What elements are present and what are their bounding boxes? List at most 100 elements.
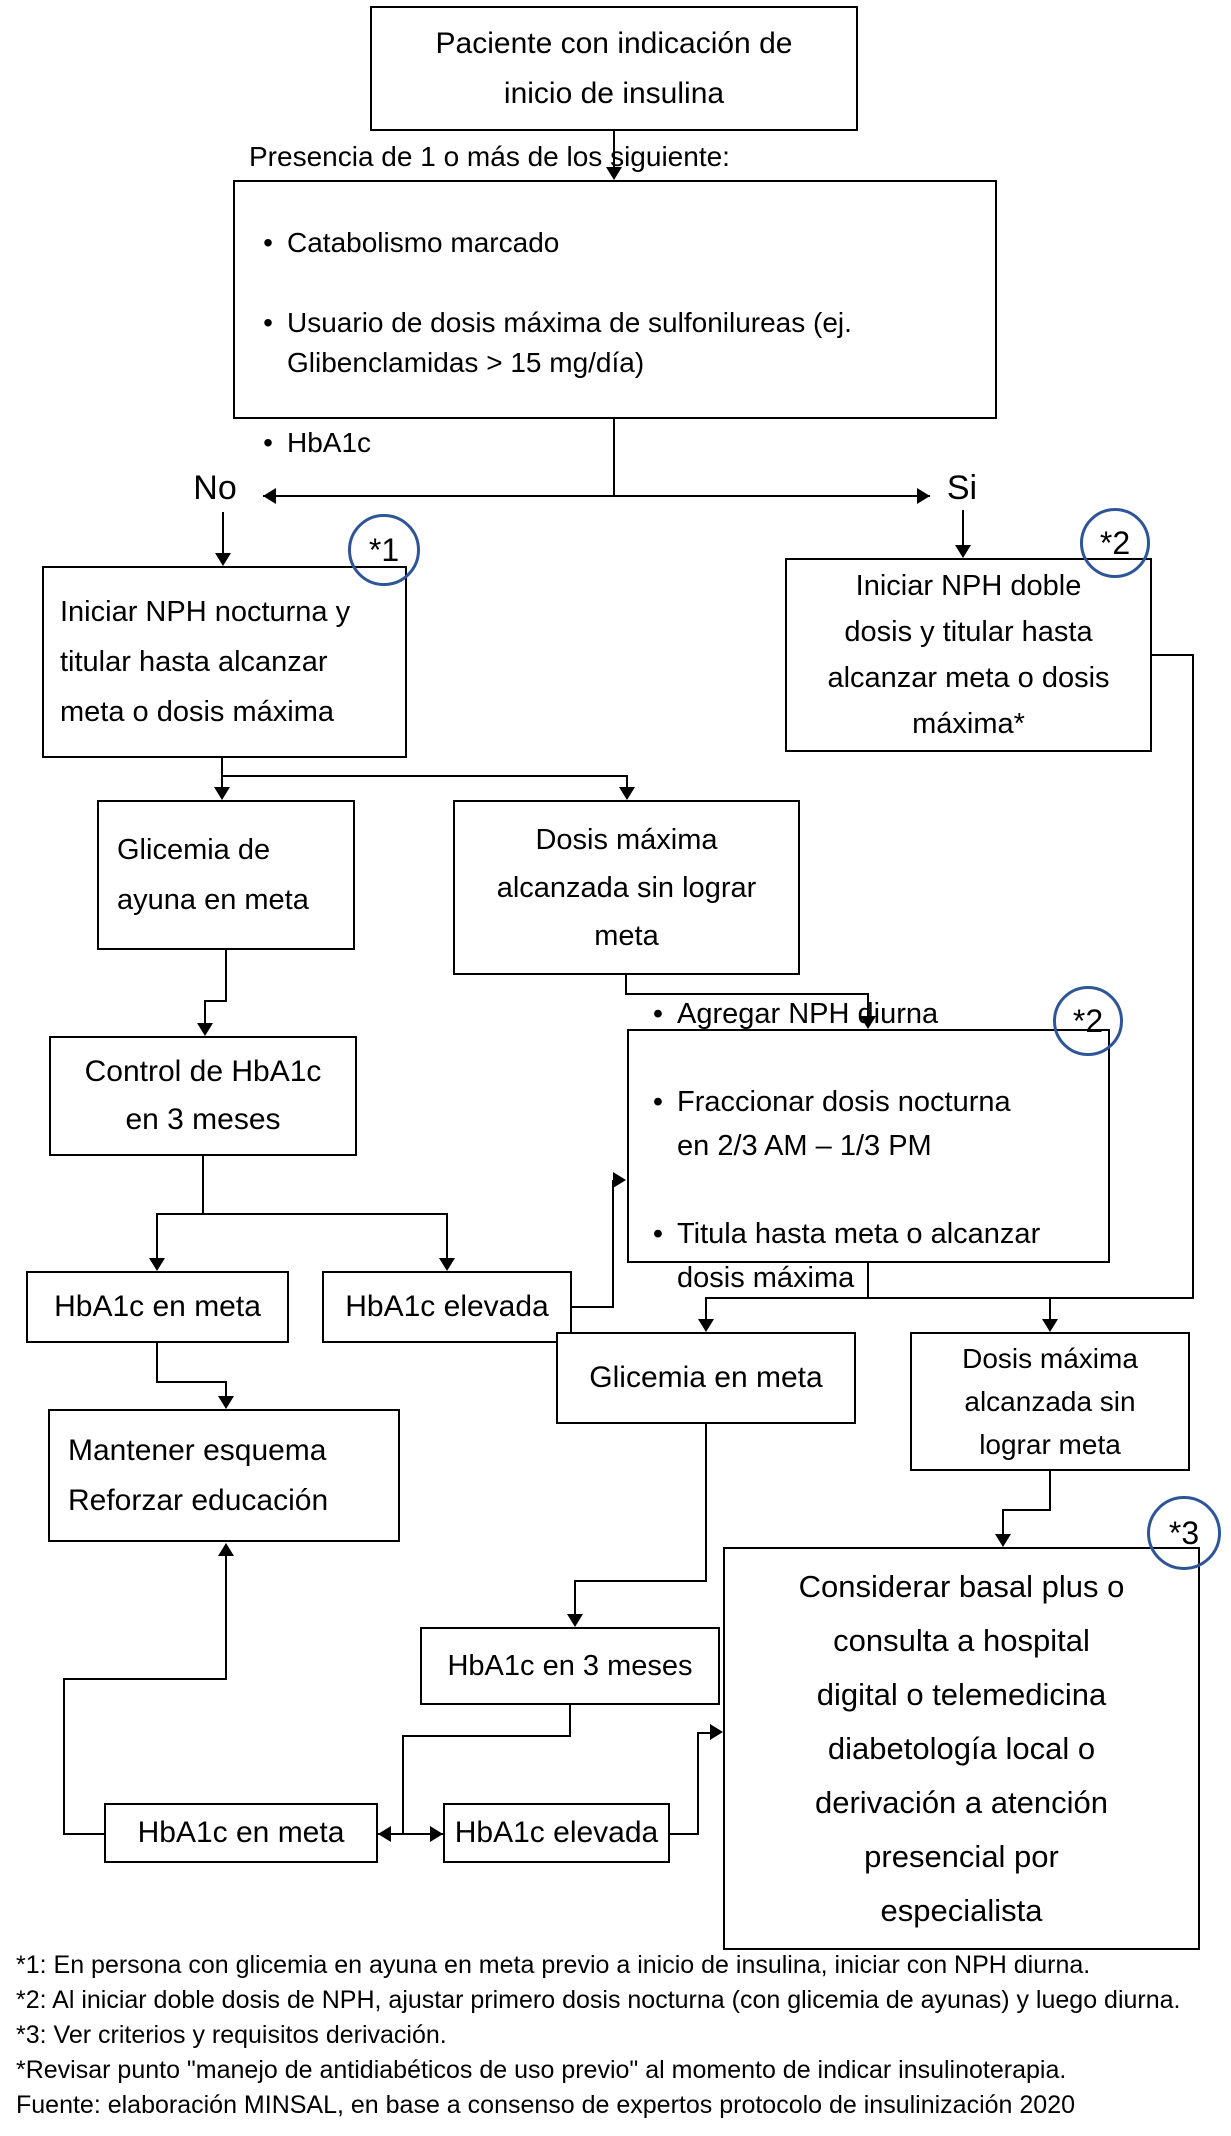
criteria-item: • HbA1c — [249, 423, 981, 463]
connector — [221, 758, 223, 788]
connector — [613, 419, 615, 497]
agregar-item: • Agregar NPH diurna — [639, 992, 1098, 1036]
connector — [63, 1678, 65, 1835]
node-considerar-basal-plus: Considerar basal plus o consulta a hospi… — [723, 1547, 1200, 1950]
bullet-icon: • — [263, 226, 273, 258]
footnote-5: Fuente: elaboración MINSAL, en base a co… — [16, 2091, 1076, 2119]
connector — [625, 975, 627, 995]
arrowhead-right — [613, 1172, 626, 1188]
connector — [156, 1213, 158, 1259]
bullet-icon: • — [263, 426, 273, 458]
connector — [867, 993, 869, 1017]
node-paciente-indicacion: Paciente con indicación de inicio de ins… — [370, 6, 858, 131]
bullet-icon: • — [652, 998, 664, 1030]
connector — [572, 1306, 614, 1308]
connector — [156, 1213, 448, 1215]
connector — [697, 1732, 699, 1835]
bullet-icon: • — [652, 1086, 664, 1118]
arrowhead-down — [197, 1023, 213, 1036]
criteria-list: Presencia de 1 o más de los siguiente: •… — [249, 97, 981, 503]
arrowhead-right — [917, 488, 930, 504]
connector — [574, 1580, 576, 1616]
connector — [705, 1424, 707, 1582]
footnote-3: *3: Ver criterios y requisitos derivació… — [16, 2021, 447, 2049]
connector — [378, 1833, 443, 1835]
node-hba1c-en-meta-2: HbA1c en meta — [104, 1803, 378, 1863]
connector — [221, 775, 628, 777]
footnote-4: *Revisar punto "manejo de antidiabéticos… — [16, 2056, 1067, 2084]
annotation-circle-3: *3 — [1147, 1496, 1221, 1570]
connector — [402, 1735, 404, 1835]
connector — [569, 1705, 571, 1737]
criteria-item: • Catabolismo marcado — [249, 223, 981, 263]
node-hba1c-elevada-2: HbA1c elevada — [443, 1803, 670, 1863]
connector — [1002, 1509, 1051, 1511]
node-iniciar-nph-doble: Iniciar NPH doble dosis y titular hasta … — [785, 558, 1152, 752]
node-glicemia-ayuna-meta: Glicemia de ayuna en meta — [97, 800, 355, 950]
agregar-item: • Fraccionar dosis nocturna en 2/3 AM – … — [639, 1080, 1098, 1168]
criteria-header: Presencia de 1 o más de los siguiente: — [249, 140, 730, 172]
arrowhead-down — [149, 1258, 165, 1271]
arrowhead-down — [567, 1614, 583, 1627]
connector — [204, 1000, 206, 1024]
arrowhead-down — [439, 1258, 455, 1271]
node-criterios: Presencia de 1 o más de los siguiente: •… — [233, 141, 997, 458]
agregar-list: • Agregar NPH diurna • Fraccionar dosis … — [639, 948, 1098, 1344]
connector — [697, 1732, 713, 1734]
footnote-2: *2: Al iniciar doble dosis de NPH, ajust… — [16, 1986, 1181, 2014]
edge-label-si: Si — [946, 469, 978, 507]
node-iniciar-nph-nocturna: Iniciar NPH nocturna y titular hasta alc… — [42, 566, 407, 758]
node-glicemia-en-meta: Glicemia en meta — [556, 1332, 856, 1424]
connector — [1049, 1471, 1051, 1511]
connector — [705, 1297, 707, 1320]
connector — [612, 1180, 614, 1308]
connector — [670, 1833, 699, 1835]
connector — [402, 1735, 571, 1737]
arrowhead-down — [1042, 1319, 1058, 1332]
connector — [626, 775, 628, 788]
bullet-icon: • — [263, 306, 273, 338]
arrowhead-down — [995, 1534, 1011, 1547]
node-control-hba1c-3-meses: Control de HbA1c en 3 meses — [49, 1036, 357, 1156]
bullet-icon: • — [652, 1218, 664, 1250]
connector — [625, 993, 869, 995]
arrowhead-right — [710, 1724, 723, 1740]
node-agregar-nph-diurna: • Agregar NPH diurna • Fraccionar dosis … — [627, 998, 1110, 1294]
arrowhead-down — [860, 1016, 876, 1029]
node-hba1c-3-meses: HbA1c en 3 meses — [420, 1627, 720, 1705]
agregar-item: • Titula hasta meta o alcanzar dosis máx… — [639, 1212, 1098, 1300]
connector — [156, 1381, 227, 1383]
connector — [1152, 654, 1194, 656]
connector — [225, 1381, 227, 1398]
annotation-circle-2-mid: *2 — [1053, 986, 1123, 1056]
arrowhead-down — [606, 167, 622, 180]
connector — [1002, 1509, 1004, 1535]
arrowhead-down — [218, 1396, 234, 1409]
annotation-circle-1: *1 — [348, 514, 420, 586]
arrowhead-left — [378, 1826, 391, 1842]
arrowhead-right — [430, 1826, 443, 1842]
connector — [574, 1580, 707, 1582]
arrowhead-down — [215, 553, 231, 566]
node-dosis-maxima-sin-meta-1: Dosis máxima alcanzada sin lograr meta — [453, 800, 800, 975]
connector — [156, 1343, 158, 1383]
connector — [867, 1263, 869, 1299]
connector — [225, 950, 227, 1002]
connector — [1192, 654, 1194, 1297]
arrowhead-down — [955, 545, 971, 558]
connector — [962, 510, 964, 546]
arrowhead-down — [698, 1319, 714, 1332]
connector — [204, 1000, 227, 1002]
connector — [613, 131, 615, 168]
footnotes: *1: En persona con glicemia en ayuna en … — [16, 1948, 1221, 2123]
connector — [446, 1213, 448, 1259]
connector — [222, 512, 224, 554]
edge-label-no: No — [193, 469, 237, 507]
node-hba1c-elevada-1: HbA1c elevada — [322, 1271, 572, 1343]
connector — [263, 495, 930, 497]
node-dosis-maxima-sin-meta-2: Dosis máxima alcanzada sin lograr meta — [910, 1332, 1190, 1471]
node-hba1c-en-meta-1: HbA1c en meta — [26, 1271, 289, 1343]
connector — [1049, 1297, 1051, 1320]
arrowhead-down — [214, 787, 230, 800]
